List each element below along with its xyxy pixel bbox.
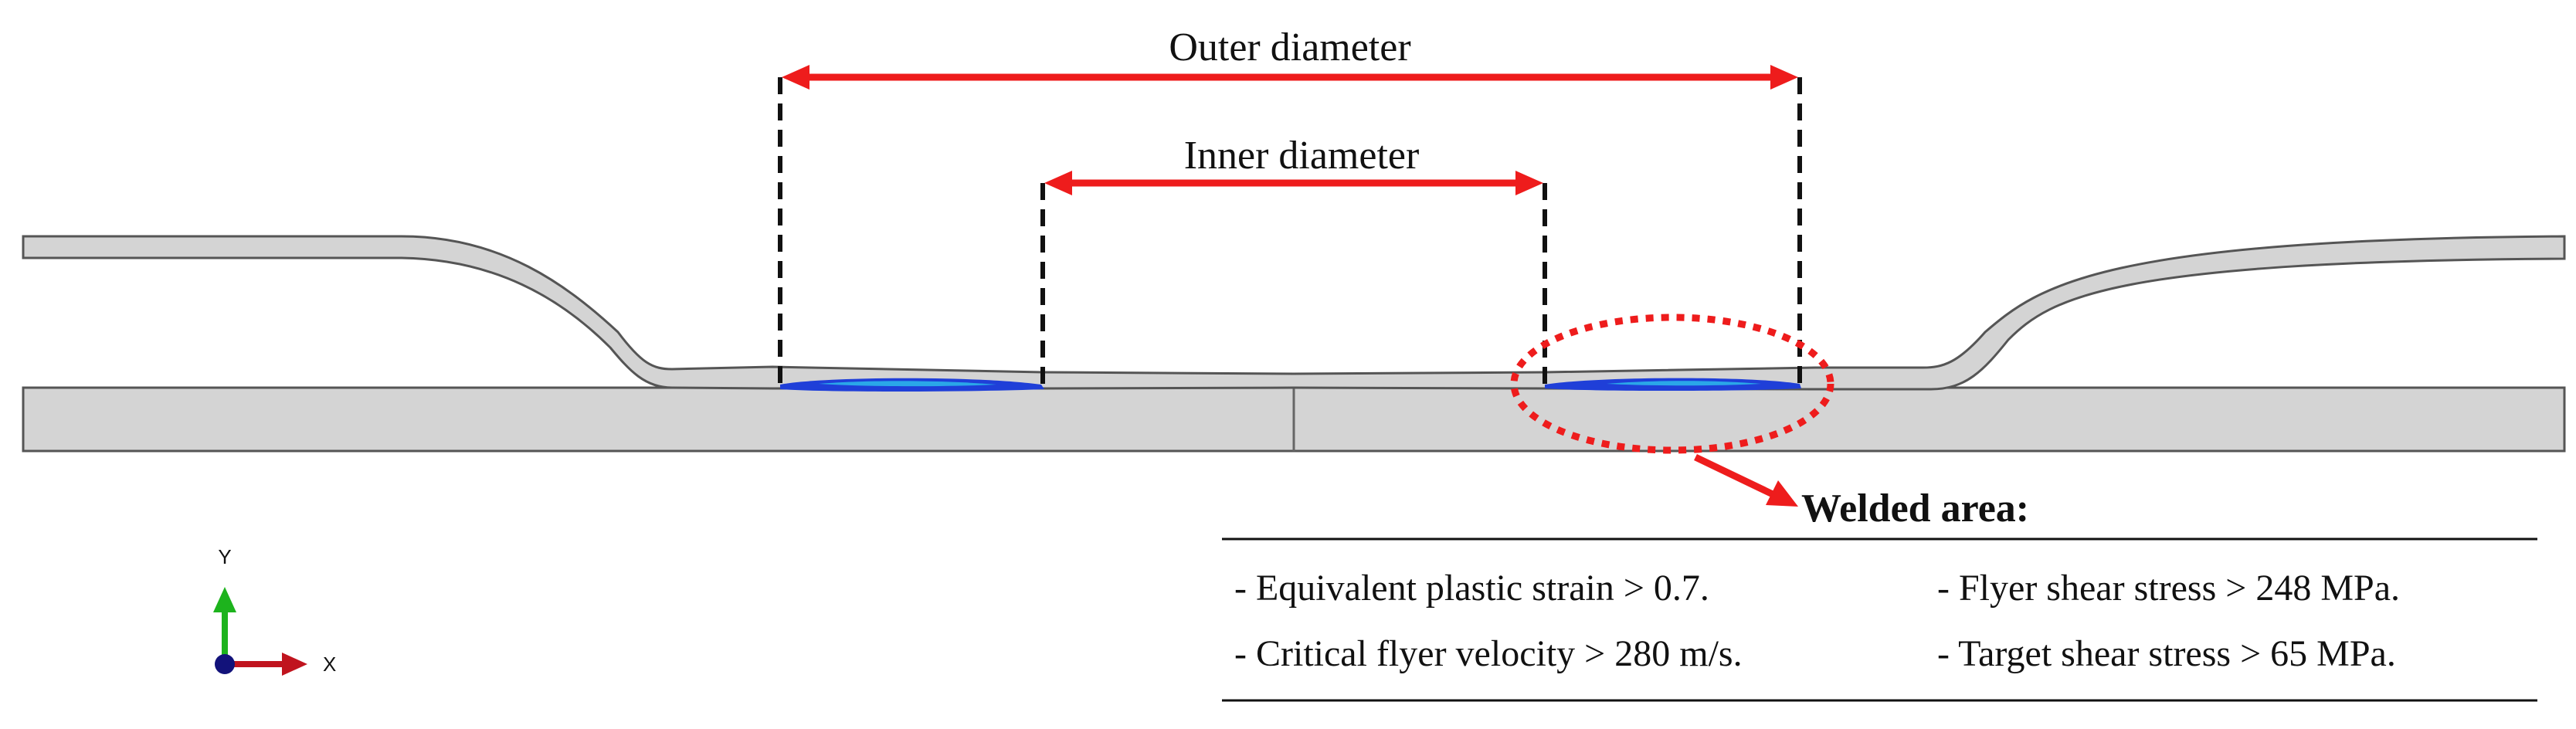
inner-diameter-arrowhead-right bbox=[1515, 171, 1543, 195]
criteria-critical-flyer-velocity: - Critical flyer velocity > 280 m/s. bbox=[1234, 633, 1743, 674]
flyer-sheet bbox=[22, 235, 2566, 391]
origin-dot bbox=[215, 654, 235, 674]
x-axis-arrowhead bbox=[282, 653, 307, 676]
outer-diameter-arrowhead-right bbox=[1770, 65, 1798, 90]
welded-area-pointer-line bbox=[1694, 453, 1774, 498]
inner-diameter-label: Inner diameter bbox=[1184, 134, 1420, 178]
criteria-flyer-shear-stress: - Flyer shear stress > 248 MPa. bbox=[1937, 568, 2400, 609]
welded-area-pointer-arrowhead bbox=[1766, 480, 1798, 507]
outer-diameter-arrowhead-left bbox=[782, 65, 809, 90]
y-axis-arrowhead bbox=[213, 587, 236, 612]
welded-area-highlight-ellipse bbox=[1510, 314, 1834, 454]
criteria-equivalent-plastic-strain: - Equivalent plastic strain > 0.7. bbox=[1234, 568, 1709, 609]
weld-zone-right-core bbox=[1607, 381, 1761, 386]
inner-diameter-arrowhead-left bbox=[1044, 171, 1072, 195]
outer-diameter-label: Outer diameter bbox=[1169, 25, 1410, 70]
y-axis-label: Y bbox=[218, 545, 231, 568]
welded-area-title: Welded area: bbox=[1801, 487, 2029, 531]
x-axis-label: X bbox=[323, 653, 336, 676]
criteria-target-shear-stress: - Target shear stress > 65 MPa. bbox=[1937, 633, 2396, 674]
coordinate-triad: Y X bbox=[213, 545, 336, 676]
weld-zone-left-core bbox=[819, 381, 996, 387]
